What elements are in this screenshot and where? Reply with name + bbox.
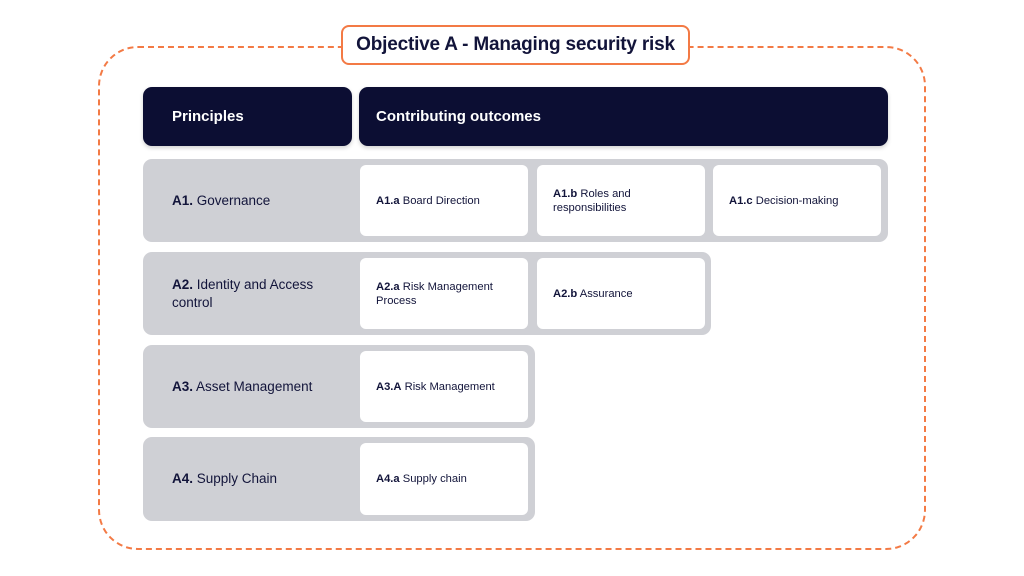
objective-title-text: Objective A - Managing security risk	[356, 34, 675, 55]
principle-name: Governance	[193, 192, 271, 208]
outcomes-header-label: Contributing outcomes	[376, 108, 541, 125]
outcome-name: Decision-making	[752, 194, 839, 207]
outcome-name: Board Direction	[399, 194, 480, 207]
principle-name: Asset Management	[193, 378, 313, 394]
outcome-name: Assurance	[577, 287, 633, 300]
outcome-name: Risk Management Process	[376, 280, 493, 307]
outcome-code: A2.b	[553, 287, 578, 300]
outcome-code: A1.c	[729, 194, 753, 207]
principle-a2: A2. Identity and Access control	[172, 252, 352, 335]
outcome-code: A2.a	[376, 280, 400, 293]
outcome-card-a1c: A1.c Decision-making	[713, 165, 881, 236]
principle-a3: A3. Asset Management	[172, 345, 352, 428]
outcomes-header: Contributing outcomes	[359, 87, 888, 146]
outcome-name: Roles and responsibilities	[553, 187, 631, 214]
principles-header-label: Principles	[172, 108, 244, 125]
outcome-name: Risk Management	[401, 380, 495, 393]
outcome-code: A4.a	[376, 473, 400, 485]
outcome-card-a2a: A2.a Risk Management Process	[360, 258, 528, 329]
principle-a1: A1. Governance	[172, 159, 352, 242]
outcome-card-a1b: A1.b Roles and responsibilities	[537, 165, 705, 236]
principle-code: A4.	[172, 471, 194, 486]
outcome-code: A3.A	[376, 380, 402, 393]
outcome-name: Supply chain	[399, 473, 467, 485]
outcome-card-a3a: A3.A Risk Management	[360, 351, 528, 422]
principle-a4: A4. Supply Chain	[172, 437, 352, 521]
principle-name: Identity and Access control	[172, 276, 314, 310]
principle-code: A1.	[172, 192, 194, 208]
principle-name: Supply Chain	[193, 471, 278, 486]
principle-row-a1: A1. Governance A1.a Board Direction A1.b…	[143, 159, 888, 242]
principle-row-a3: A3. Asset Management A3.A Risk Managemen…	[143, 345, 535, 428]
outcome-card-a2b: A2.b Assurance	[537, 258, 705, 329]
principles-header: Principles	[143, 87, 352, 146]
outcome-card-a1a: A1.a Board Direction	[360, 165, 528, 236]
outcome-code: A1.b	[553, 187, 578, 200]
objective-title: Objective A - Managing security risk	[341, 25, 690, 65]
principle-code: A2.	[172, 276, 194, 292]
outcome-code: A1.a	[376, 194, 400, 207]
principle-code: A3.	[172, 378, 194, 394]
principle-row-a4: A4. Supply Chain A4.a Supply chain	[143, 437, 535, 521]
principle-row-a2: A2. Identity and Access control A2.a Ris…	[143, 252, 711, 335]
outcome-card-a4a: A4.a Supply chain	[360, 443, 528, 515]
